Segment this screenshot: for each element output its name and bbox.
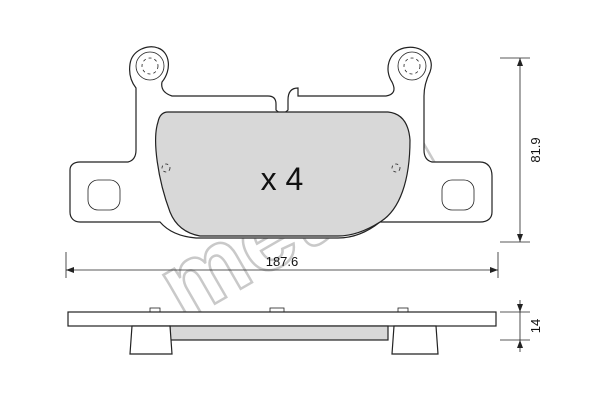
marker-left bbox=[161, 163, 171, 173]
height-dimension: 81.9 bbox=[500, 57, 543, 243]
height-value: 81.9 bbox=[528, 137, 543, 162]
friction-material bbox=[155, 111, 411, 237]
guide-tab-left bbox=[129, 325, 173, 355]
clip-right bbox=[397, 307, 409, 313]
thickness-value: 14 bbox=[528, 319, 543, 333]
guide-tab-right bbox=[391, 325, 439, 355]
quantity-label: x 4 bbox=[261, 161, 304, 197]
width-dimension: 187.6 bbox=[65, 252, 499, 278]
side-view bbox=[67, 307, 497, 355]
side-backing-plate bbox=[67, 311, 497, 327]
clip-left bbox=[149, 307, 161, 313]
marker-right bbox=[391, 163, 401, 173]
mounting-ear-right bbox=[397, 51, 427, 81]
thickness-dimension: 14 bbox=[500, 300, 543, 352]
front-view: x 4 bbox=[69, 46, 493, 239]
mounting-ear-left bbox=[135, 51, 165, 81]
side-friction-material bbox=[169, 325, 389, 341]
slot-left bbox=[87, 179, 121, 211]
clip-center bbox=[269, 307, 285, 313]
width-value: 187.6 bbox=[266, 254, 299, 269]
slot-right bbox=[441, 179, 475, 211]
